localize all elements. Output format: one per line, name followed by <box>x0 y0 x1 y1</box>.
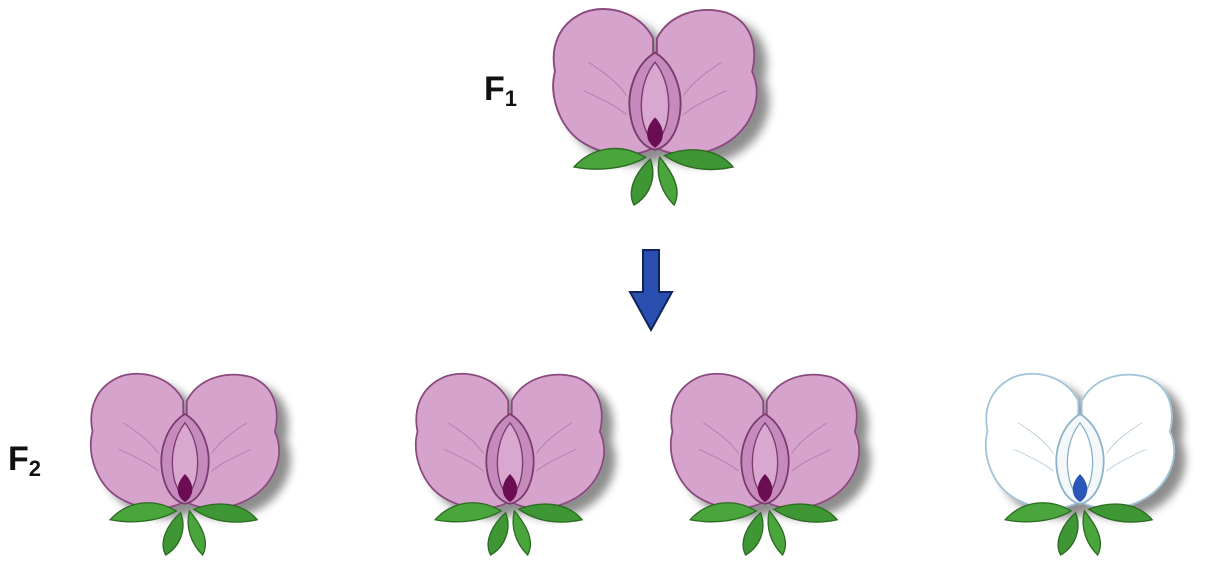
purple-flower-icon <box>640 370 890 555</box>
f2-flower-white <box>965 370 1195 555</box>
down-arrow-icon <box>628 248 674 332</box>
purple-flower-icon <box>525 5 785 205</box>
white-flower-icon <box>965 370 1195 555</box>
f2-label: F2 <box>8 440 41 482</box>
f2-flower-purple-1 <box>60 370 310 555</box>
f1-flower-purple <box>525 5 785 205</box>
purple-flower-icon <box>60 370 310 555</box>
purple-flower-icon <box>385 370 635 555</box>
f2-flower-purple-3 <box>640 370 890 555</box>
f2-flower-purple-2 <box>385 370 635 555</box>
f1-label: F1 <box>484 70 517 112</box>
